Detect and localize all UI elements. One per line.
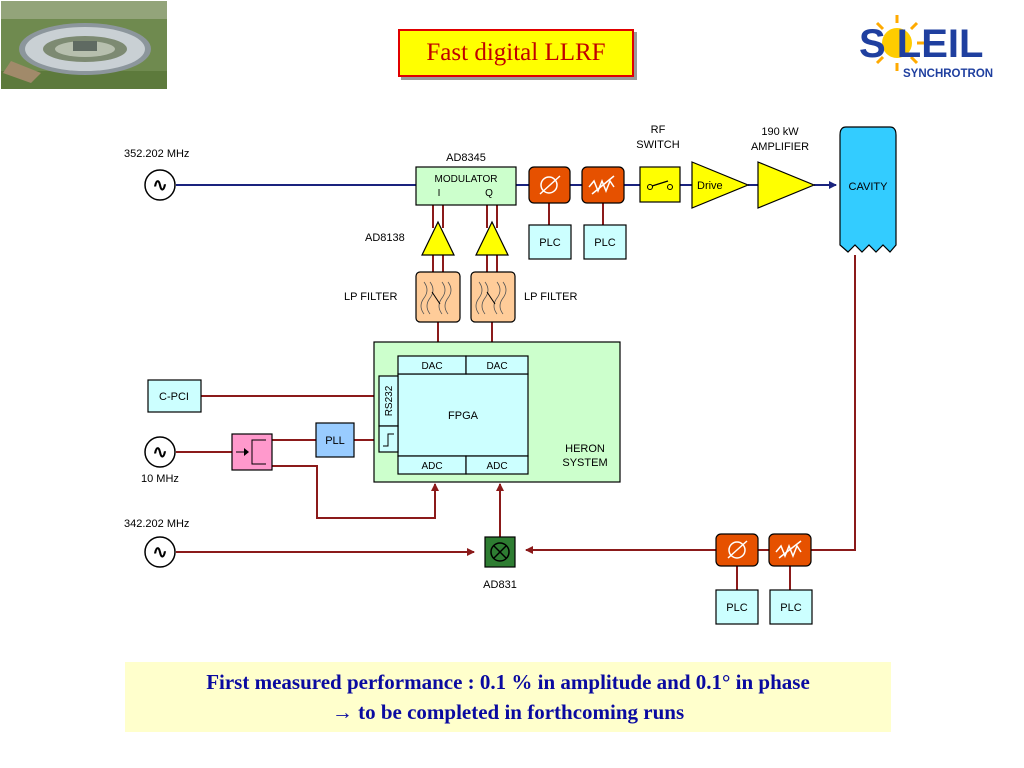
rf-source-352: ∿ — [144, 169, 176, 201]
cpci-block — [147, 379, 202, 413]
ad8345-label: AD8345 — [446, 152, 486, 164]
rf-source-342: ∿ — [144, 536, 176, 568]
sine-icon: ∿ — [152, 542, 167, 562]
freq-label-10: 10 MHz — [141, 473, 179, 485]
logo-sub-text: SYNCHROTRON — [903, 68, 993, 80]
attenuator-bottom — [768, 533, 812, 567]
fpga-block — [397, 373, 529, 457]
page-title: Fast digital LLRF — [426, 39, 606, 66]
attenuator-top — [581, 166, 625, 204]
plc-box — [528, 224, 572, 260]
lp-filter-i — [415, 271, 461, 323]
pll-block — [315, 422, 355, 458]
footer-line-2: → to be completed in forthcoming runs — [331, 700, 685, 724]
ad8138-label: AD8138 — [365, 232, 405, 244]
plc-label: PLC — [594, 237, 615, 249]
modulator-i-label: I — [438, 188, 441, 199]
adc-label: ADC — [486, 461, 507, 472]
lp-filter-label-right: LP FILTER — [524, 291, 577, 303]
cavity-label: CAVITY — [849, 181, 889, 193]
dac-block — [465, 355, 529, 375]
pll-label: PLL — [325, 435, 345, 447]
adc-label: ADC — [421, 461, 442, 472]
phase-shifter-top — [528, 166, 571, 204]
dac-label: DAC — [486, 361, 507, 372]
mixer-ad831 — [484, 536, 516, 568]
freq-label-342: 342.202 MHz — [124, 518, 189, 530]
sine-icon: ∿ — [152, 442, 167, 462]
cpci-label: C-PCI — [159, 391, 189, 403]
plc-label: PLC — [726, 602, 747, 614]
splitter-block — [231, 433, 273, 471]
plc-label: PLC — [780, 602, 801, 614]
lp-filter-q — [470, 271, 516, 323]
rf-switch — [639, 166, 681, 203]
dac-label: DAC — [421, 361, 442, 372]
amplifier-power-label: 190 kW — [761, 126, 799, 138]
ad8138-amp-q — [475, 220, 509, 256]
ad831-label: AD831 — [483, 579, 517, 591]
power-amplifier — [757, 161, 816, 209]
freq-label-352: 352.202 MHz — [124, 148, 189, 160]
synchrotron-photo — [1, 1, 167, 89]
lp-filter-label-left: LP FILTER — [344, 291, 397, 303]
rf-source-10: ∿ — [144, 436, 176, 468]
rf-switch-label: SWITCH — [636, 139, 679, 151]
heron-label: SYSTEM — [562, 457, 607, 469]
modulator-label: MODULATOR — [435, 174, 498, 185]
plc-label: PLC — [539, 237, 560, 249]
heron-label: HERON — [565, 443, 605, 455]
plc-box — [769, 589, 813, 625]
soleil-logo: S LEIL SYNCHROTRON — [859, 15, 993, 80]
phase-shifter-bottom — [715, 533, 759, 567]
clock-icon — [383, 433, 394, 447]
fpga-label: FPGA — [448, 410, 479, 422]
modulator-block — [415, 166, 517, 206]
plc-box — [715, 589, 759, 625]
logo-main-text: S LEIL — [859, 22, 983, 66]
drive-amplifier — [691, 161, 750, 209]
footer-line-1: First measured performance : 0.1 % in am… — [206, 670, 810, 694]
rf-switch-label: RF — [651, 124, 666, 136]
performance-footer: First measured performance : 0.1 % in am… — [125, 662, 891, 732]
modulator-q-label: Q — [485, 188, 493, 199]
sine-icon: ∿ — [152, 175, 167, 195]
drive-label: Drive — [697, 180, 723, 192]
sun-icon — [869, 15, 925, 71]
adc-block — [465, 455, 529, 475]
rs232-label: RS232 — [384, 385, 395, 416]
amplifier-label: AMPLIFIER — [751, 141, 809, 153]
title-box: Fast digital LLRF — [398, 29, 634, 77]
cavity-block — [839, 126, 897, 253]
plc-box — [583, 224, 627, 260]
ad8138-amp-i — [421, 220, 455, 256]
